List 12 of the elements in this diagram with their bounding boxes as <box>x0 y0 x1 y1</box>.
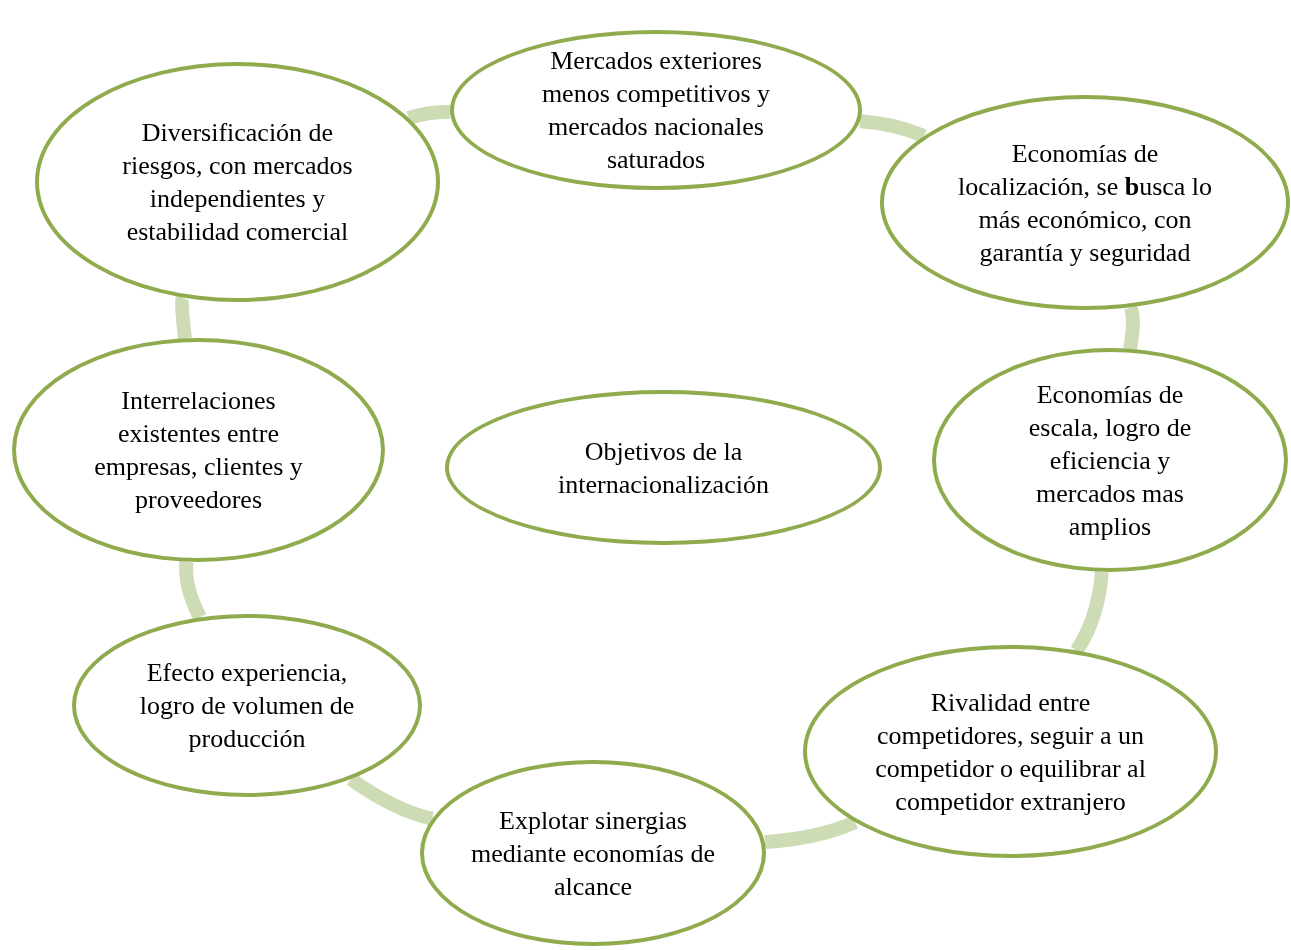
node-text: Explotar sinergias mediante economías de alcance <box>470 804 716 903</box>
ring-connector <box>764 815 858 849</box>
node-text: Objetivos de la internacionalización <box>557 435 770 501</box>
ring-connector <box>406 104 451 125</box>
node-text: Mercados exteriores menos competitivos y mercados nacionales saturados <box>540 45 772 176</box>
node-text: Diversificación de riesgos, con mercados independientes y estabilidad comercial <box>121 117 354 248</box>
node-text: Economías de escala, logro de eficiencia y mercados mas amplios <box>1027 378 1193 543</box>
node-text: Interrelaciones existentes entre empresas, clientes y proveedores <box>93 385 304 516</box>
node-text: Rivalidad entre competidores, seguir a un competidor o equilibrar al competidor extranjero <box>874 686 1147 818</box>
node-text: Economías de localización, se busca lo más económico, con garantía y seguridad <box>956 137 1214 269</box>
node-text: Efecto experiencia, logro de volumen de producción <box>138 657 356 755</box>
ring-connector <box>859 114 927 143</box>
